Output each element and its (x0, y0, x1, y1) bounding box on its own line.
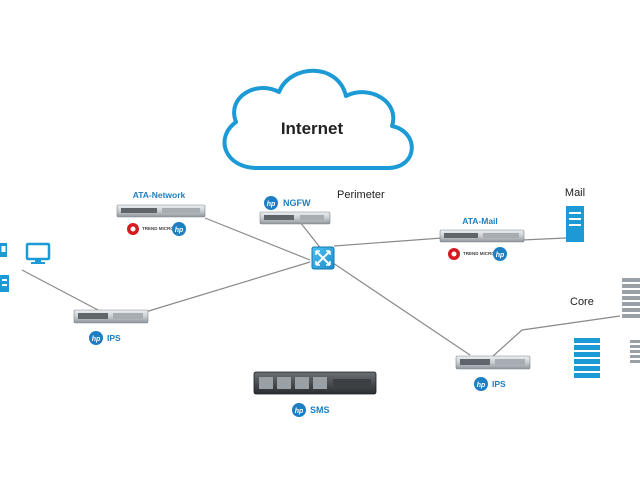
ips-right-appliance[interactable] (455, 355, 531, 370)
link-ata-network-switch (204, 217, 311, 261)
link-switch-ata-mail (333, 237, 443, 247)
perimeter-label: Perimeter (337, 189, 385, 201)
cloud-label: Internet (281, 119, 344, 138)
hp-logo-icon: hp (172, 222, 186, 236)
server-icon[interactable] (566, 206, 584, 242)
sms-name: SMS (310, 405, 330, 415)
sms-appliance[interactable] (253, 371, 377, 395)
svg-text:hp: hp (477, 382, 486, 389)
connections (21, 217, 621, 358)
server-stack-icon[interactable] (630, 340, 640, 363)
ata-network-title: ATA-Network (133, 190, 186, 200)
trend-micro-logo-icon (127, 223, 139, 235)
ips-right-name: IPS (492, 379, 506, 389)
svg-text:hp: hp (295, 408, 304, 415)
hp-logo-icon: hp (474, 377, 488, 391)
link-switch-ips-right (332, 262, 471, 356)
link-desktops-ips-left (21, 269, 99, 311)
ata-mail-appliance[interactable] (439, 229, 525, 243)
link-switch-ips-left (141, 261, 311, 314)
hp-logo-icon: hp (89, 331, 103, 345)
ata-network-appliance[interactable] (116, 204, 206, 218)
desktop-icon[interactable] (0, 275, 9, 292)
hp-logo-icon: hp (292, 403, 306, 417)
ata-mail-title: ATA-Mail (462, 216, 498, 226)
ata-mail-vendor-text: TREND MICRO (463, 251, 495, 256)
cloud-icon (222, 68, 414, 170)
mail-label: Mail (565, 187, 585, 199)
link-ata-mail-mail-server (521, 237, 567, 241)
svg-text:hp: hp (92, 336, 101, 343)
core-label: Core (570, 296, 594, 308)
switch-icon[interactable] (311, 246, 335, 270)
ata-network-vendor-text: TREND MICRO (142, 226, 174, 231)
ngfw-appliance[interactable] (259, 211, 331, 225)
link-ips-right-core (491, 315, 621, 358)
svg-text:hp: hp (175, 227, 184, 234)
link-ngfw-switch (299, 221, 323, 251)
svg-text:hp: hp (267, 201, 276, 208)
desktop-icon[interactable] (0, 243, 7, 257)
ngfw-name: NGFW (283, 198, 311, 208)
svg-text:hp: hp (496, 252, 505, 259)
hp-logo-icon: hp (264, 196, 278, 210)
server-stack-icon[interactable] (574, 338, 600, 378)
ips-left-appliance[interactable] (73, 309, 149, 324)
trend-micro-logo-icon (448, 248, 460, 260)
hp-logo-icon: hp (493, 247, 507, 261)
server-stack-icon[interactable] (622, 278, 640, 318)
desktop-icon[interactable] (25, 242, 51, 264)
ips-left-name: IPS (107, 333, 121, 343)
